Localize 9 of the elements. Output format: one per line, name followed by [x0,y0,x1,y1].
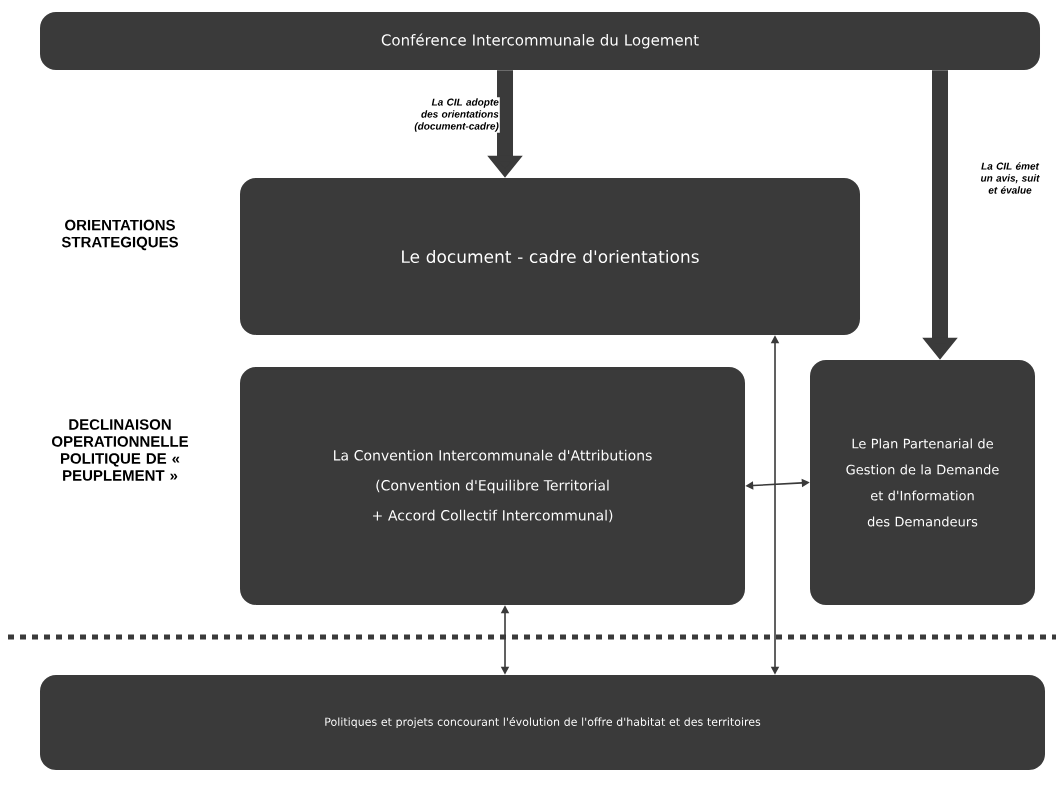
edge-label: La CIL émet un avis, suit et évalue [980,162,1040,194]
process-box: Le document - cadre d'orientations [240,178,860,335]
edge-label: La CIL adopte des orientations (document-cadre) [414,98,499,132]
side-heading: ORIENTATIONS STRATEGIQUES [61,219,179,251]
process-box: Le Plan Partenarial de Gestion de la Demande et d'Information des Demandeurs [810,360,1035,605]
process-box: La Convention Intercommunale d'Attributions (Convention d'Equilibre Territorial + Accord Collectif Intercommunal) [240,367,745,605]
process-box: Conférence Intercommunale du Logement [40,12,1040,70]
process-box: Politiques et projets concourant l'évolution de l'offre d'habitat et des territoires [40,675,1045,770]
side-heading: DECLINAISON OPERATIONNELLE POLITIQUE DE « PEUPLEMENT » [52,419,189,481]
